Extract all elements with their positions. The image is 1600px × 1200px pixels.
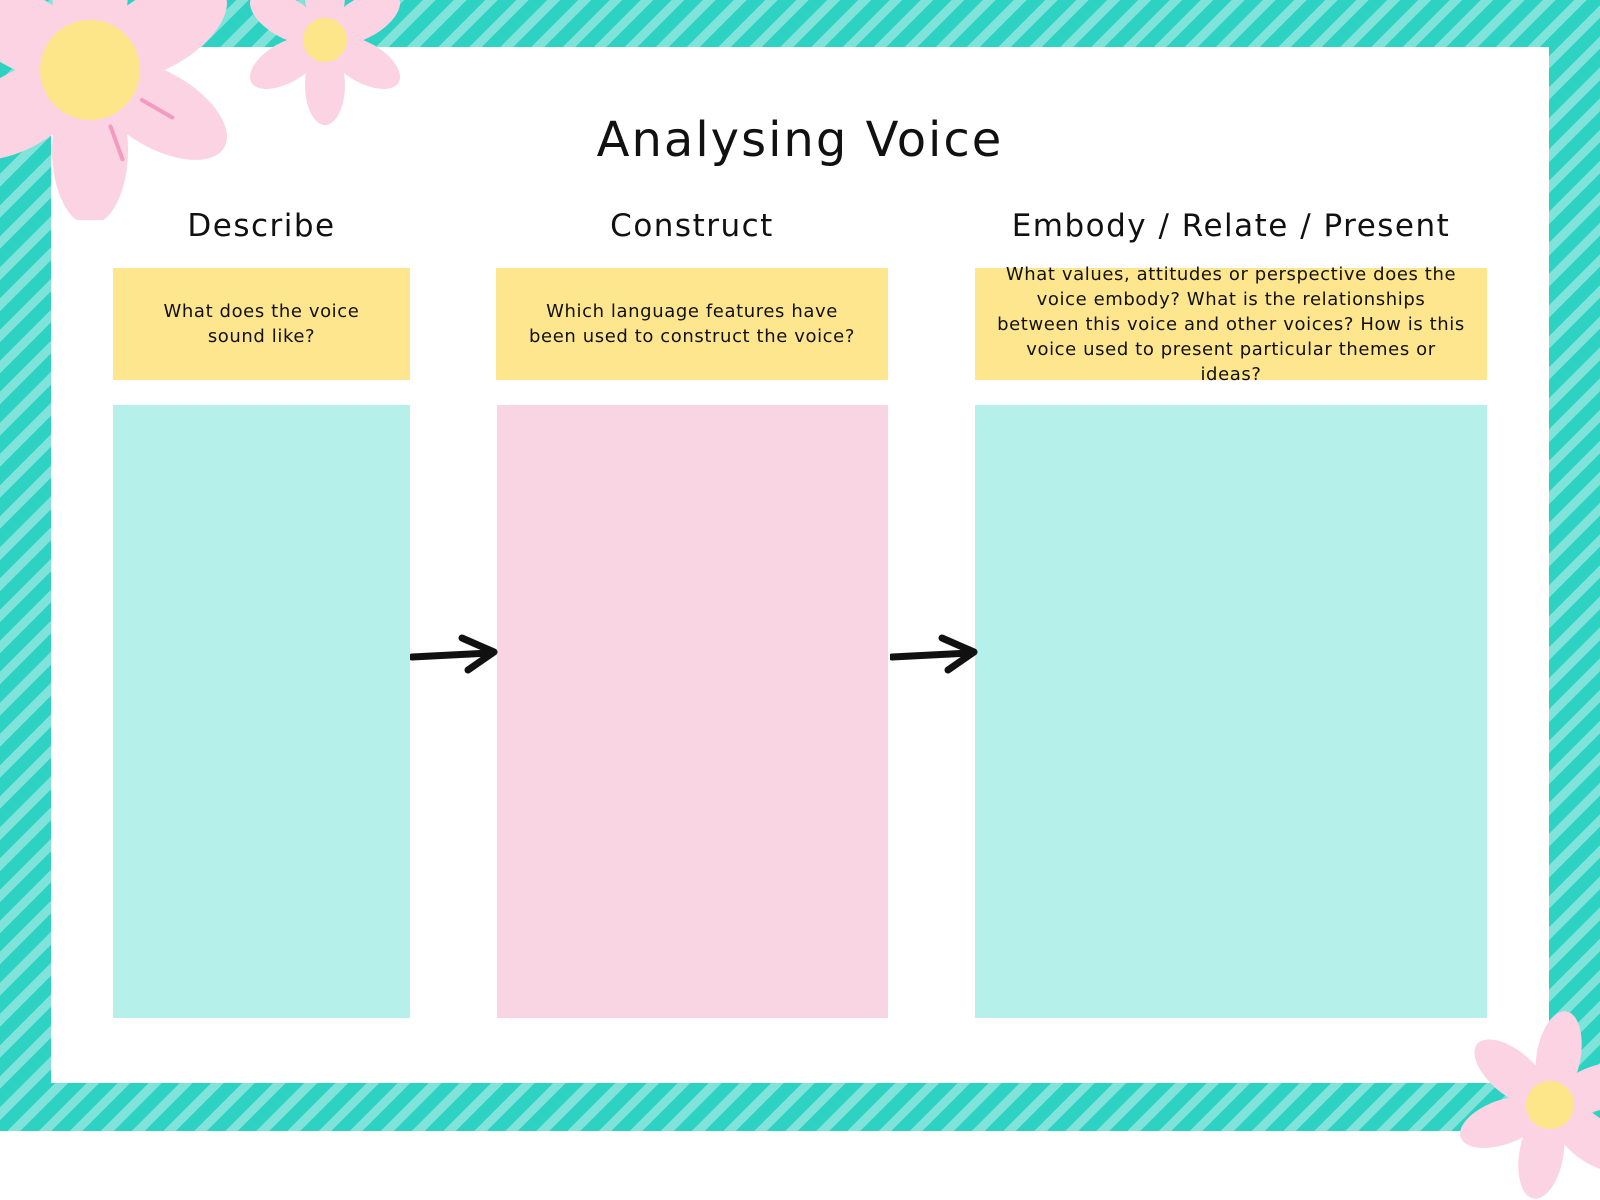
answer-area-embody[interactable] [975,405,1487,1018]
prompt-box-describe: What does the voice sound like? [113,268,410,380]
flower-icon [249,0,401,125]
arrow-right-icon [410,634,498,674]
column-heading-embody: Embody / Relate / Present [1011,208,1451,244]
prompt-box-embody: What values, attitudes or perspective do… [975,264,1487,385]
column-heading-describe: Describe [187,208,336,244]
flower-icon [0,0,227,220]
column-heading-construct: Construct [610,208,774,244]
page-title: Analysing Voice [596,112,1004,168]
arrow-right-icon [890,634,978,674]
answer-area-construct[interactable] [497,405,888,1018]
flower-icon [1460,1011,1600,1199]
prompt-box-construct: Which language features have been used t… [496,268,888,380]
answer-area-describe[interactable] [113,405,410,1018]
